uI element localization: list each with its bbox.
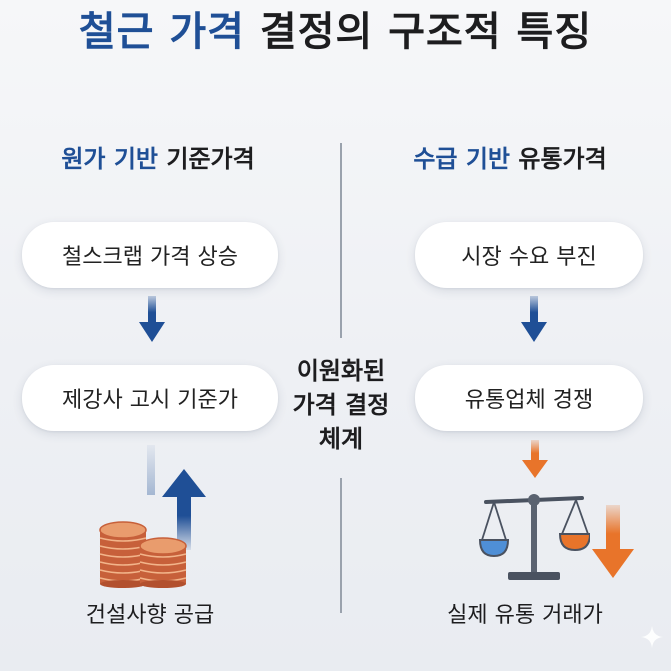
right-bottom-caption: 실제 유통 거래가 [447, 603, 603, 628]
left-step-1: 철스크랩 가격 상승 [22, 222, 278, 288]
center-line-2: 가격 결정 [292, 391, 390, 419]
coins-icon [99, 521, 187, 588]
divider-bottom [340, 478, 342, 613]
right-heading: 수급 기반 유통가격 [360, 142, 660, 176]
arrow-down-icon [521, 296, 547, 342]
center-label: 이원화된 가격 결정 체계 [275, 354, 407, 456]
center-line-3: 체계 [318, 425, 364, 453]
left-heading-highlight: 원가 기반 [61, 145, 158, 173]
center-line-1: 이원화된 [296, 357, 386, 385]
left-heading-rest: 기준가격 [166, 145, 255, 173]
balance-scale-icon [478, 494, 590, 580]
coin-stack-right [139, 537, 187, 588]
coin-stack-left [99, 521, 147, 588]
left-bottom-caption: 건설사향 공급 [85, 603, 215, 628]
right-heading-highlight: 수급 기반 [413, 145, 510, 173]
title-highlight: 철근 가격 [78, 9, 245, 55]
sparkle-icon [641, 626, 663, 648]
arrow-down-icon [592, 505, 634, 578]
right-step-2: 유통업체 경쟁 [415, 365, 643, 431]
right-step-1: 시장 수요 부진 [415, 222, 643, 288]
faded-bar-icon [147, 445, 155, 495]
arrow-down-icon [522, 440, 548, 478]
left-step-2: 제강사 고시 기준가 [22, 365, 278, 431]
arrow-up-icon [162, 469, 206, 550]
right-heading-rest: 유통가격 [518, 145, 607, 173]
arrow-down-icon [139, 296, 165, 342]
title-rest: 결정의 구조적 특징 [259, 9, 593, 55]
divider-top [340, 143, 342, 338]
page-title: 철근 가격 결정의 구조적 특징 [0, 4, 671, 60]
left-heading: 원가 기반 기준가격 [8, 142, 308, 176]
